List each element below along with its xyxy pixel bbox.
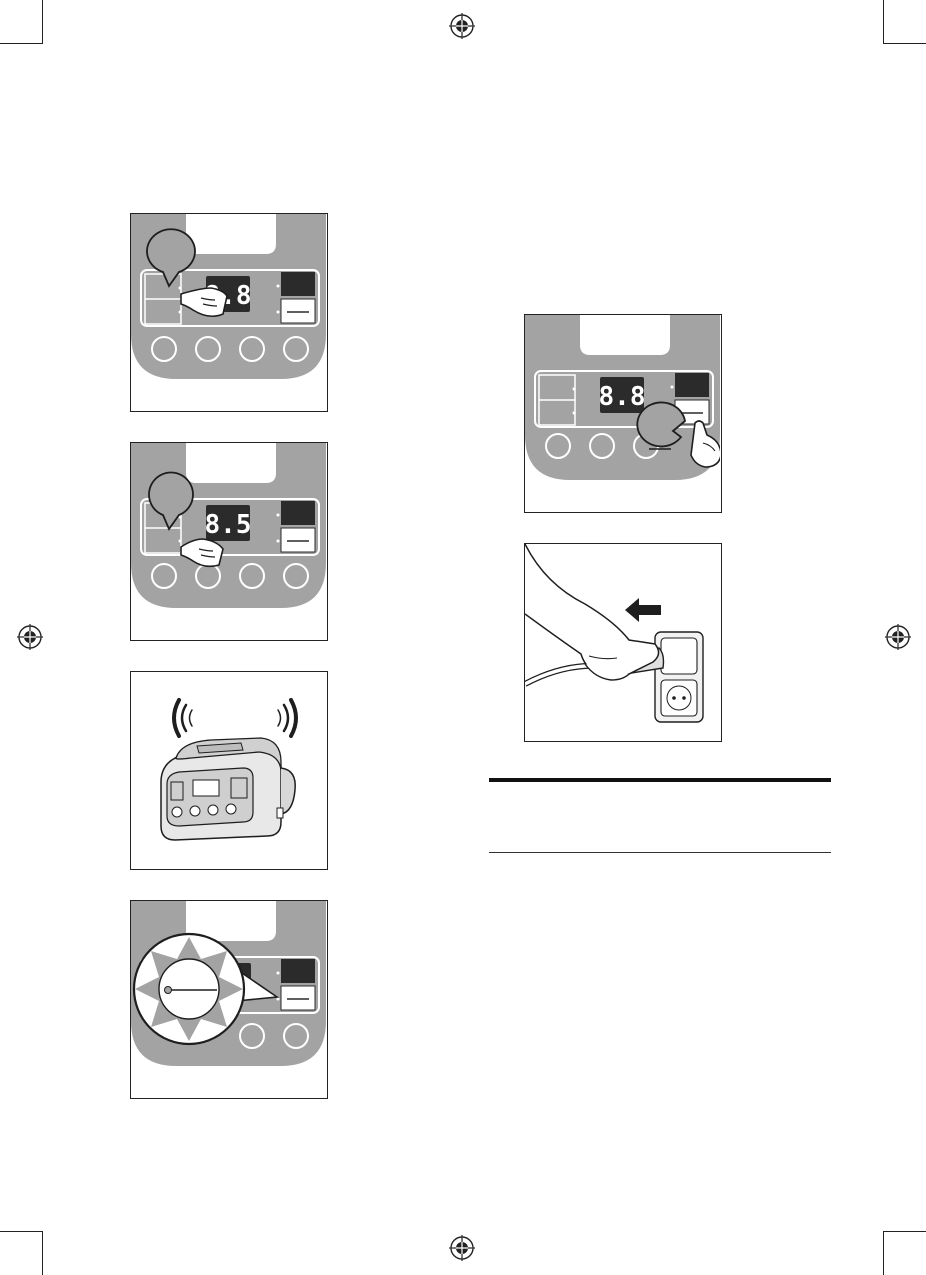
arrow-left-icon <box>625 598 661 622</box>
figure-2: 8.5 <box>130 442 328 641</box>
control-panel-figure-5: 8.8 <box>525 315 720 511</box>
crop-mark-top-right-v <box>883 0 884 44</box>
section-rule-top <box>489 778 831 782</box>
control-panel-figure-4 <box>131 901 326 1097</box>
figure-3 <box>130 671 328 870</box>
section-rule-bottom <box>489 852 831 853</box>
figure-1: 8.8 <box>130 213 328 412</box>
figure-4 <box>130 900 328 1099</box>
crop-mark-bottom-right-h <box>883 1231 926 1232</box>
sound-waves-right-icon <box>278 700 296 736</box>
wall-socket-icon <box>655 632 703 722</box>
crop-mark-top-right-h <box>883 43 926 44</box>
crop-mark-bottom-right-v <box>883 1231 884 1275</box>
rice-cooker-icon <box>161 738 295 840</box>
crop-mark-bottom-left-h <box>0 1231 43 1232</box>
control-panel-figure-2: 8.5 <box>131 443 326 639</box>
crop-mark-top-left-h <box>0 43 43 44</box>
display-digits: 8.5 <box>205 510 252 540</box>
figure-6 <box>524 543 722 742</box>
registration-mark-left-icon <box>17 624 43 650</box>
registration-mark-right-icon <box>885 624 911 650</box>
sound-waves-left-icon <box>174 700 192 736</box>
crop-mark-top-left-v <box>42 0 43 44</box>
rice-cooker-beeping-icon <box>131 672 326 868</box>
figure-5: 8.8 <box>524 314 722 513</box>
crop-mark-bottom-left-v <box>42 1231 43 1275</box>
registration-mark-top-icon <box>449 13 475 39</box>
control-panel-figure-1: 8.8 <box>131 214 326 410</box>
registration-mark-bottom-icon <box>449 1235 475 1261</box>
callout-bubble <box>637 402 685 446</box>
unplug-arrow-icon <box>525 544 720 740</box>
display-digits: 8.8 <box>599 382 646 412</box>
